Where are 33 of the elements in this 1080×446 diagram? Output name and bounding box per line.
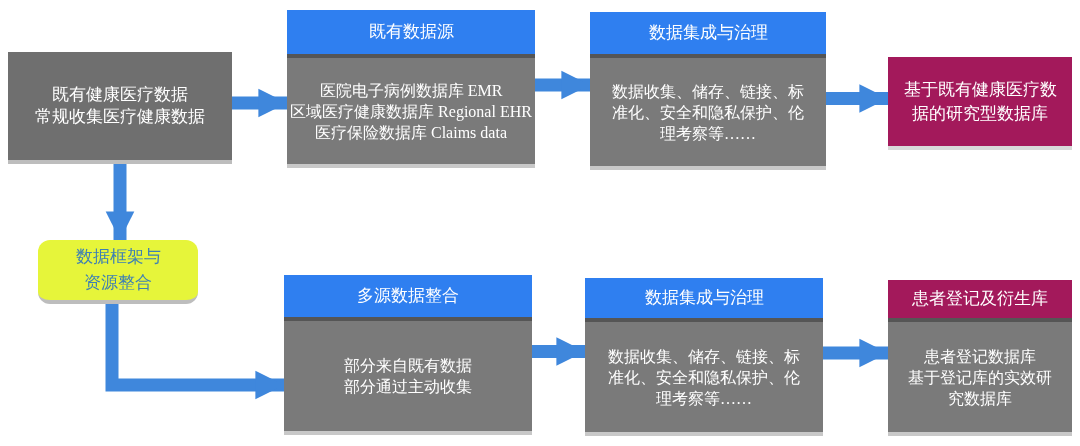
panel-header: 数据集成与治理 [590, 12, 826, 58]
body-text: 医疗保险数据库 Claims data [315, 122, 507, 143]
panel-card [590, 12, 826, 170]
panel-header: 多源数据整合 [284, 275, 532, 321]
process-box [8, 52, 232, 164]
panel-card [287, 10, 535, 168]
body-text: 患者登记数据库 [924, 346, 1036, 367]
block-arrow [105, 164, 135, 240]
body-text: 部分通过主动收集 [344, 377, 472, 397]
rounded-box [38, 240, 198, 304]
block-arrow [826, 84, 888, 113]
block-arrow [105, 304, 284, 400]
block-arrow [823, 338, 888, 368]
body-text: 数据收集、储存、链接、标准化、安全和隐私保护、伦理考察等…… [611, 81, 805, 144]
panel-card [284, 275, 532, 435]
panel-header: 数据集成与治理 [585, 278, 823, 322]
box-text: 既有健康医疗数据 [52, 84, 188, 106]
panel-header: 患者登记及衍生库 [888, 280, 1072, 322]
body-text: 部分来自既有数据 [344, 356, 472, 376]
block-arrow [532, 337, 585, 366]
body-text: 医院电子病例数据库 EMR [319, 80, 503, 101]
block-arrow [535, 70, 590, 100]
body-text: 区域医疗健康数据库 Regional EHR [290, 101, 532, 122]
box-text: 基于既有健康医疗数据的研究型数据库 [902, 78, 1058, 125]
result-box [888, 57, 1072, 150]
body-text: 基于登记库的实效研究数据库 [907, 367, 1053, 409]
panel-card [888, 280, 1072, 436]
panel-header: 既有数据源 [287, 10, 535, 58]
box-text: 常规收集医疗健康数据 [35, 106, 205, 128]
panel-card [585, 278, 823, 436]
body-text: 数据收集、储存、链接、标准化、安全和隐私保护、伦理考察等…… [607, 346, 801, 409]
box-text: 数据框架与资源整合 [74, 246, 162, 294]
block-arrow [232, 88, 287, 118]
